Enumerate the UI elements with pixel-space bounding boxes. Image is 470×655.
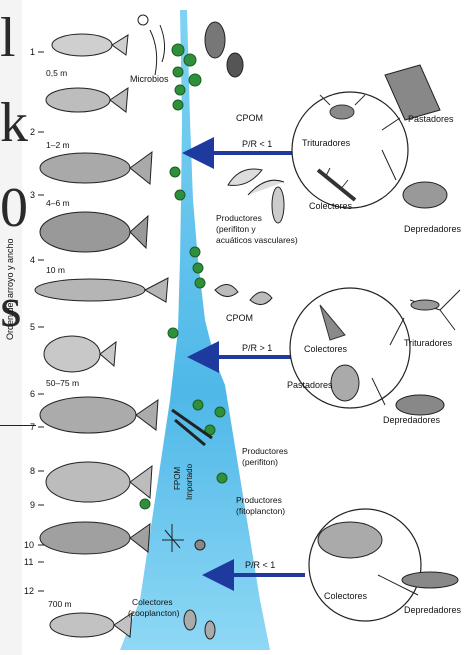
order-tick: 10 <box>24 540 34 550</box>
fish-icon <box>40 522 150 554</box>
depredadores-label: Depredadores <box>383 415 441 425</box>
fish-icon <box>40 212 148 252</box>
order-tick: 1 <box>30 47 35 57</box>
colectores-label: Colectores <box>309 201 353 211</box>
width-label: 4–6 m <box>46 198 70 208</box>
fish-icon <box>52 34 128 56</box>
order-tick: 5 <box>30 322 35 332</box>
width-label: 1–2 m <box>46 140 70 150</box>
productores-label: Productores (perifiton) <box>242 446 290 467</box>
fish-icon <box>40 397 158 433</box>
depredadores-label: Depredadores <box>404 605 462 615</box>
fpom-label: FPOM <box>173 467 182 490</box>
width-label: 10 m <box>46 265 65 275</box>
pastadores-label: Pastadores <box>408 114 454 124</box>
fish-icon <box>50 613 132 637</box>
stream-channel <box>120 10 270 650</box>
order-tick: 8 <box>30 466 35 476</box>
order-tick-marks <box>38 52 44 591</box>
microbe-icon <box>138 15 243 77</box>
productores-label: Productores (perifiton y acuáticos vascu… <box>216 213 298 245</box>
width-label: 50–75 m <box>46 378 79 388</box>
productores-label: Productores (fitoplancton) <box>236 495 285 516</box>
pastadores-label: Pastadores <box>287 380 333 390</box>
fish-icon <box>46 462 152 502</box>
importado-label: Importado <box>185 463 194 500</box>
colectores-label: Colectores <box>324 591 368 601</box>
predator-icon <box>403 182 447 208</box>
order-tick: 2 <box>30 127 35 137</box>
snail-icon <box>331 365 359 401</box>
clam-icon <box>318 522 382 558</box>
width-label: 700 m <box>48 599 72 609</box>
cpom-label: CPOM <box>236 113 263 123</box>
order-tick: 12 <box>24 586 34 596</box>
pr-ratio-label: P/R > 1 <box>242 343 272 353</box>
trituradores-label: Trituradores <box>302 138 351 148</box>
pr-ratio-label: P/R < 1 <box>242 139 272 149</box>
order-tick: 7 <box>30 422 35 432</box>
depredadores-label: Depredadores <box>404 224 462 234</box>
predator-icon <box>396 395 444 415</box>
axis-label: Orden del arroyo y ancho <box>5 238 15 340</box>
fish-icon <box>35 278 168 302</box>
fish-icon <box>40 152 152 184</box>
order-ticks: 1 2 3 4 5 6 7 8 9 10 11 12 <box>24 47 35 596</box>
colectores-label: Colectores (zooplancton) <box>128 597 180 618</box>
predator-icon <box>402 572 458 588</box>
microbios-label: Microbios <box>130 74 169 84</box>
width-label: 0,5 m <box>46 68 67 78</box>
leaf-icon <box>215 284 272 304</box>
order-tick: 4 <box>30 255 35 265</box>
pr-ratio-label: P/R < 1 <box>245 560 275 570</box>
order-tick: 9 <box>30 500 35 510</box>
fish-icon <box>46 88 128 112</box>
shredder-icon <box>410 290 460 330</box>
cpom-label: CPOM <box>226 313 253 323</box>
trituradores-label: Trituradores <box>404 338 453 348</box>
fish-icon <box>44 336 116 372</box>
order-tick: 3 <box>30 190 35 200</box>
order-tick: 11 <box>24 557 33 567</box>
colectores-label: Colectores <box>304 344 348 354</box>
order-tick: 6 <box>30 389 35 399</box>
